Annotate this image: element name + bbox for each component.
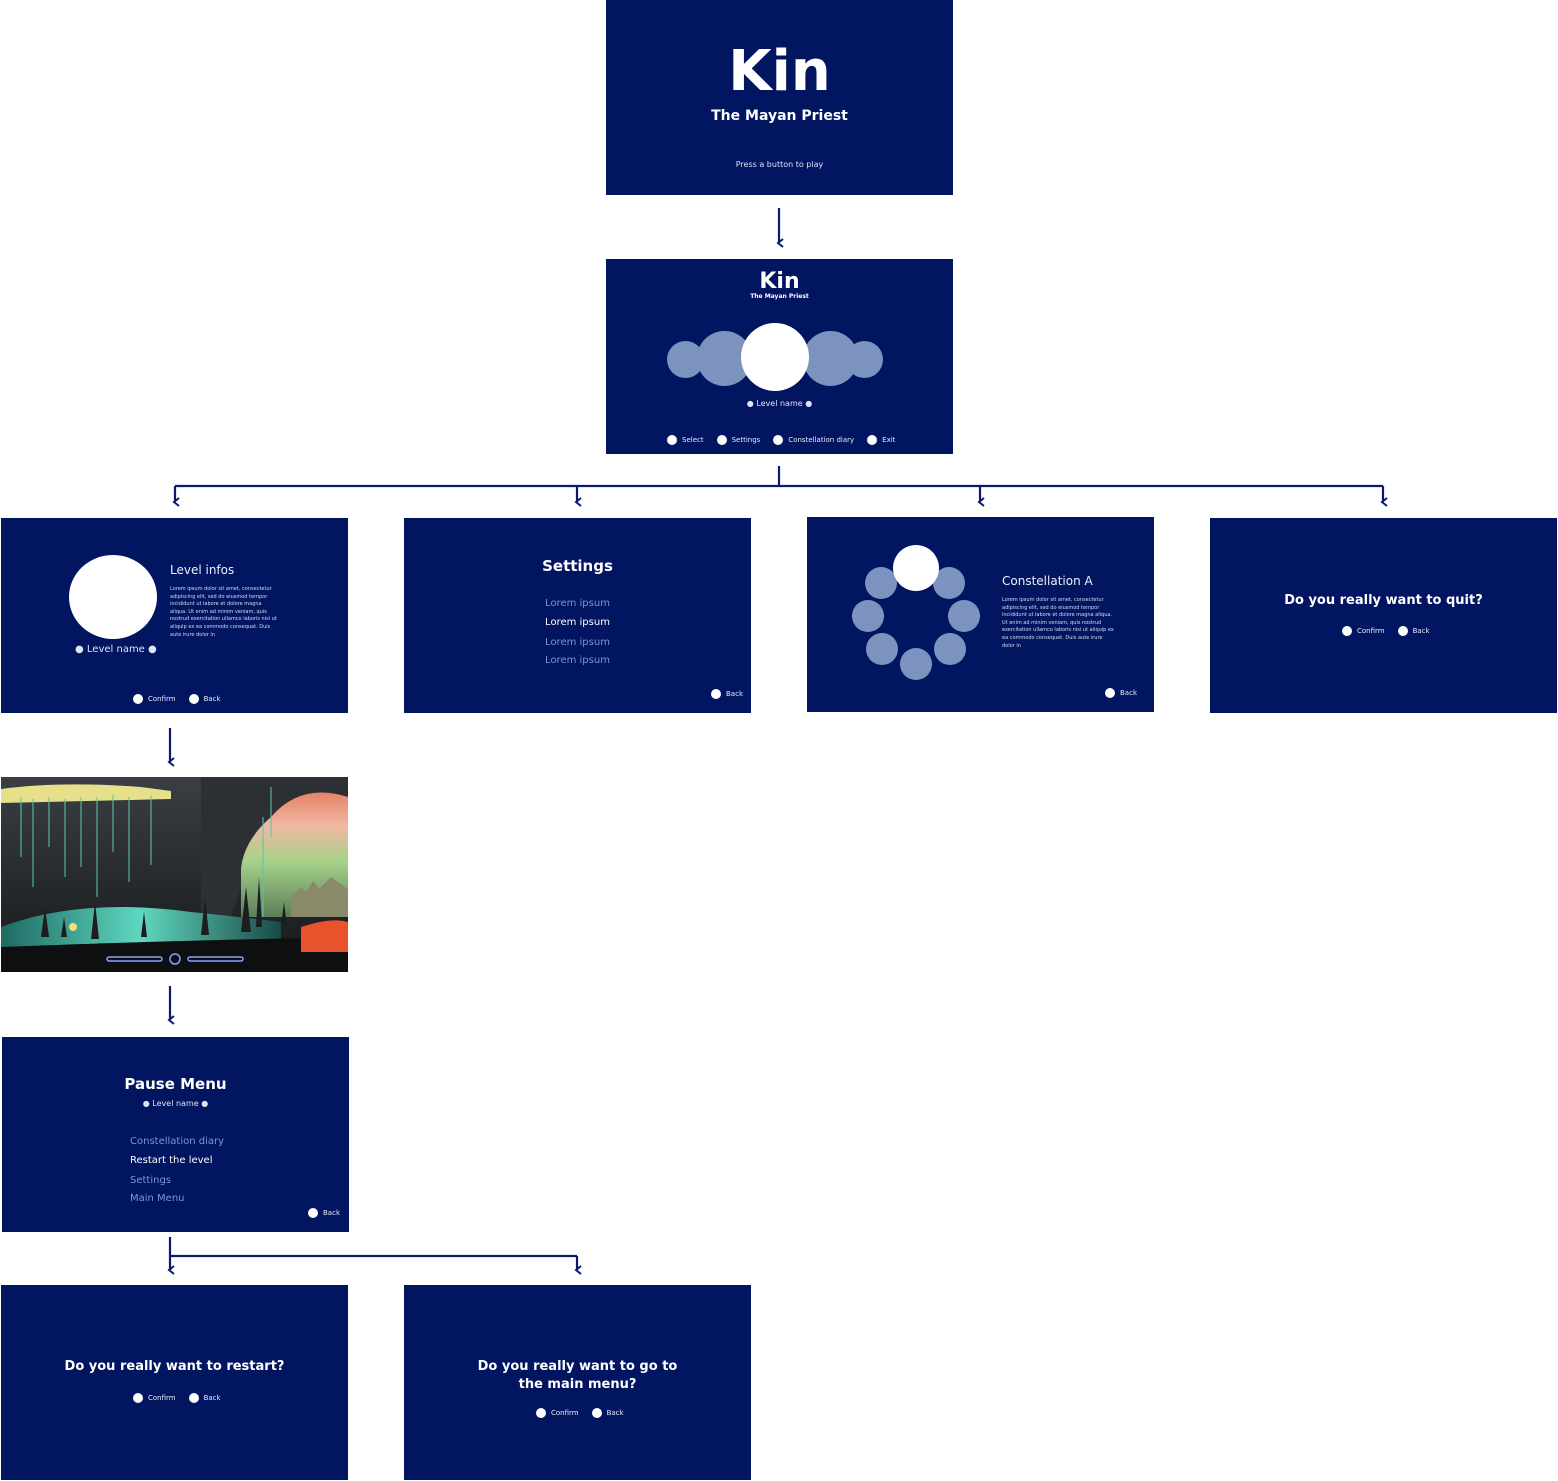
select-button[interactable]: Select	[667, 435, 704, 445]
settings-button[interactable]: Settings	[716, 435, 760, 445]
settings-item-4[interactable]: Lorem ipsum	[545, 655, 610, 666]
button-icon	[308, 1208, 318, 1218]
button-icon	[867, 435, 878, 445]
back-button[interactable]: Back	[1105, 688, 1137, 698]
constellation-diary-screen: Constellation A Lorem ipsum dolor sit am…	[807, 517, 1154, 712]
level-circle-far-right[interactable]	[846, 341, 883, 378]
quit-button-bar: Confirm Back	[1342, 626, 1430, 636]
settings-button-bar: Back	[711, 689, 743, 699]
level-name: ● Level name ●	[746, 399, 813, 408]
constellation-star-bottom-left[interactable]	[866, 633, 898, 665]
constellation-body: Lorem ipsum dolor sit amet, consectetur …	[1002, 597, 1114, 649]
restart-dialog-screen: Do you really want to restart? Confirm B…	[1, 1285, 348, 1480]
level-name: ● Level name ●	[75, 644, 157, 655]
settings-heading: Settings	[542, 557, 613, 575]
settings-screen: Settings Lorem ipsum Lorem ipsum Lorem i…	[404, 518, 751, 713]
press-button-prompt[interactable]: Press a button to play	[735, 160, 824, 169]
gameplay-scene-illustration	[1, 777, 348, 972]
mainmenu-question-line2: the main menu?	[518, 1377, 637, 1392]
mainmenu-question-line1: Do you really want to go to	[477, 1359, 678, 1374]
confirm-button[interactable]: Confirm	[133, 694, 176, 704]
title-screen: Kin The Mayan Priest Press a button to p…	[606, 0, 953, 195]
settings-item-1[interactable]: Lorem ipsum	[545, 598, 610, 609]
confirm-button[interactable]: Confirm	[1342, 626, 1385, 636]
settings-item-3[interactable]: Lorem ipsum	[545, 637, 610, 648]
button-icon	[1397, 626, 1408, 636]
gameplay-screenshot	[1, 777, 348, 972]
restart-button-bar: Confirm Back	[133, 1393, 221, 1403]
game-subtitle: The Mayan Priest	[711, 108, 848, 124]
constellation-star-bottom-right[interactable]	[934, 633, 966, 665]
button-icon	[773, 435, 784, 445]
menu-subtitle: The Mayan Priest	[750, 293, 809, 300]
constellation-star-right[interactable]	[948, 600, 980, 632]
level-infos-screen: Level infos Lorem ipsum dolor sit amet, …	[1, 518, 348, 713]
pause-item-restart[interactable]: Restart the level	[130, 1155, 213, 1166]
pause-button-bar: Back	[308, 1208, 340, 1218]
level-name: ● Level name ●	[142, 1099, 209, 1108]
level-infos-button-bar: Confirm Back	[133, 694, 221, 704]
back-button[interactable]: Back	[591, 1408, 624, 1418]
button-icon	[133, 694, 143, 704]
exit-button[interactable]: Exit	[867, 435, 895, 445]
pause-item-main-menu[interactable]: Main Menu	[130, 1193, 185, 1204]
confirm-button[interactable]: Confirm	[536, 1408, 579, 1418]
button-icon	[667, 435, 677, 445]
restart-question: Do you really want to restart?	[64, 1359, 285, 1374]
level-circle-selected[interactable]	[741, 323, 809, 391]
constellation-star-bottom[interactable]	[900, 648, 932, 680]
pause-item-settings[interactable]: Settings	[130, 1175, 172, 1186]
mainmenu-button-bar: Confirm Back	[536, 1408, 624, 1418]
button-icon	[188, 694, 199, 704]
constellation-heading: Constellation A	[1002, 574, 1093, 588]
back-button[interactable]: Back	[188, 1393, 221, 1403]
settings-item-2[interactable]: Lorem ipsum	[545, 617, 610, 628]
confirm-button[interactable]: Confirm	[133, 1393, 176, 1403]
constellation-star-left[interactable]	[852, 600, 884, 632]
pause-menu-screen: Pause Menu ● Level name ● Constellation …	[2, 1037, 349, 1232]
back-button[interactable]: Back	[711, 689, 743, 699]
pause-heading: Pause Menu	[124, 1075, 227, 1093]
menu-title: Kin	[759, 269, 800, 294]
constellation-star-top-left[interactable]	[865, 567, 897, 599]
button-icon	[591, 1408, 602, 1418]
main-menu-button-bar: Select Settings Constellation diary Exit	[667, 435, 895, 445]
quit-question: Do you really want to quit?	[1284, 593, 1483, 608]
game-title: Kin	[728, 39, 831, 104]
button-icon	[716, 435, 727, 445]
button-icon	[188, 1393, 199, 1403]
level-preview-circle	[69, 555, 157, 639]
level-infos-heading: Level infos	[170, 563, 235, 577]
back-button[interactable]: Back	[1397, 626, 1430, 636]
level-infos-body: Lorem ipsum dolor sit amet, consectetur …	[170, 586, 277, 638]
button-icon	[133, 1393, 143, 1403]
pause-item-constellation-diary[interactable]: Constellation diary	[130, 1136, 225, 1147]
back-button[interactable]: Back	[308, 1208, 340, 1218]
main-menu-dialog-screen: Do you really want to go to the main men…	[404, 1285, 751, 1480]
back-button[interactable]: Back	[188, 694, 221, 704]
button-icon	[536, 1408, 546, 1418]
constellation-button-bar: Back	[1105, 688, 1137, 698]
quit-dialog-screen: Do you really want to quit? Confirm Back	[1210, 518, 1557, 713]
main-menu-screen: Kin The Mayan Priest ● Level name ● Sele…	[606, 259, 953, 454]
button-icon	[1342, 626, 1352, 636]
button-icon	[711, 689, 721, 699]
constellation-star-selected[interactable]	[893, 545, 939, 591]
constellation-diary-button[interactable]: Constellation diary	[773, 435, 854, 445]
button-icon	[1105, 688, 1115, 698]
